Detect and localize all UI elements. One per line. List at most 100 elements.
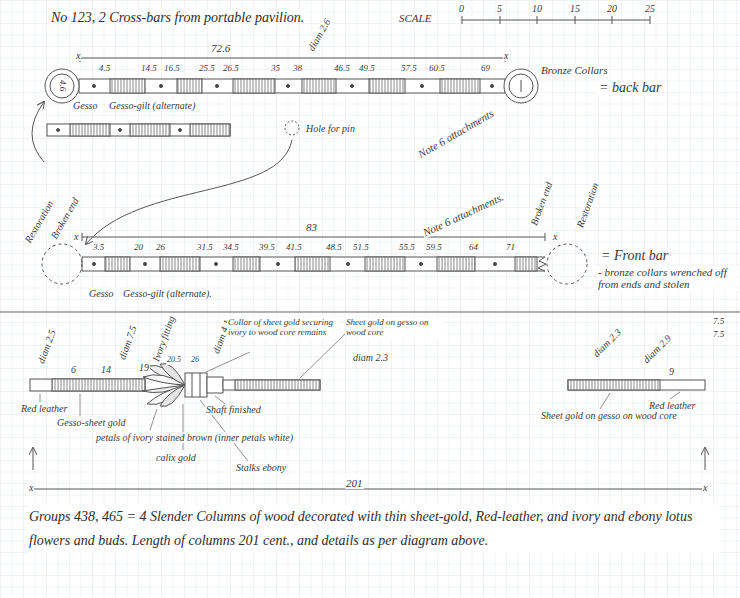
- dimension-label: 25: [644, 3, 656, 14]
- bar-detail: [130, 124, 170, 136]
- back-bar: [233, 79, 275, 93]
- dimension-label: 69: [480, 64, 491, 74]
- scale-bar: [650, 16, 651, 24]
- column: [33, 448, 34, 470]
- dimension-label: 71: [505, 243, 516, 253]
- column: [200, 373, 201, 397]
- back-bar: [509, 74, 533, 98]
- back-bar: [302, 79, 336, 93]
- leader-line: [40, 394, 41, 402]
- dimension-label: 51.5: [352, 243, 370, 253]
- dimension-label: x: [702, 482, 708, 493]
- dimension-label: 49.5: [358, 64, 376, 74]
- leader-line: [150, 409, 157, 430]
- annotation-label: diam 2.9: [640, 332, 674, 366]
- bar-detail: [70, 124, 110, 136]
- dimension-label: 20: [133, 243, 144, 253]
- dimension-label: 7.5: [712, 317, 725, 327]
- annotation-label: Restoration: [22, 198, 56, 246]
- annotation-label: Gesso-sheet gold: [56, 417, 127, 428]
- sheet-title: No 123, 2 Cross-bars from portable pavil…: [50, 10, 305, 25]
- front-bar: [515, 257, 537, 271]
- dimension-label: 39.5: [258, 243, 276, 253]
- back-bar: [440, 79, 480, 93]
- annotation-label: Shaft finished: [205, 404, 262, 415]
- dimension-label: 14: [100, 364, 112, 375]
- dimension-label: 5: [496, 3, 503, 14]
- back-bar: [490, 84, 493, 87]
- column: [705, 448, 706, 470]
- front-bar: [437, 257, 475, 271]
- dimension-label: 59.5: [425, 243, 443, 253]
- back-bar: [45, 54, 538, 103]
- bar-detail: [179, 129, 182, 132]
- bar-detail: [57, 129, 60, 132]
- back-bar: [420, 84, 423, 87]
- dimension-label: 15: [569, 3, 581, 14]
- leader-line: [670, 392, 680, 399]
- front-bar: [365, 257, 405, 271]
- bar-detail: [285, 121, 299, 135]
- column: [568, 380, 660, 390]
- leader-line: [300, 334, 345, 378]
- annotation-label: Bronze Collars: [540, 64, 609, 76]
- annotation-label: Red leather: [20, 403, 68, 414]
- front-bar: [82, 257, 546, 271]
- back-bar: [177, 79, 202, 93]
- front-bar: [276, 262, 279, 265]
- annotation-label: diam 2.5: [35, 327, 58, 366]
- leader-line: [80, 394, 81, 416]
- dimension-label: 20.5: [166, 356, 182, 365]
- dimension-label: 57.5: [400, 64, 418, 74]
- annotation-label: Gesso: [88, 288, 114, 299]
- back-bar: [80, 58, 505, 59]
- back-bar: [369, 79, 405, 93]
- back-bar: [159, 84, 162, 87]
- leader-line: [206, 352, 250, 372]
- dimension-label: 41.5: [285, 243, 303, 253]
- column: [52, 379, 145, 391]
- scale-bar: [575, 16, 576, 24]
- annotation-label: petals of ivory stained brown (inner pet…: [95, 432, 294, 443]
- leader-line: [183, 404, 184, 450]
- caption-note: Groups 438, 465 = 4 Slender Columns of w…: [28, 505, 720, 553]
- separator-line: [0, 312, 740, 313]
- dimension-label: x: [28, 482, 34, 493]
- annotation-label: Gesso-gilt (alternate).: [122, 288, 213, 299]
- scale-bar: [500, 16, 501, 24]
- front-bar: [105, 257, 130, 271]
- leader-line: [40, 334, 680, 461]
- dimension-label: x: [552, 231, 558, 242]
- dimension-label: 20: [606, 3, 618, 14]
- annotation-label: Hole for pin: [305, 123, 356, 134]
- scale-bar: [462, 16, 463, 24]
- annotation-label: calix gold: [155, 452, 197, 463]
- front-bar: [419, 262, 422, 265]
- dimension-label: 16.5: [163, 64, 181, 74]
- dimension-label: 35: [270, 64, 281, 74]
- dimension-label: 9: [668, 366, 675, 377]
- front-bar: [233, 257, 260, 271]
- scale-bar: [462, 16, 650, 24]
- column: [235, 380, 320, 390]
- column: [568, 380, 705, 390]
- dimension-label: 72.6: [210, 42, 231, 54]
- front-bar: [92, 262, 95, 265]
- leader-line: [600, 393, 610, 409]
- back-bar: [521, 80, 522, 92]
- scale-bar: [537, 16, 538, 24]
- dimension-label: 48.5: [325, 243, 343, 253]
- scale-bar: [612, 16, 613, 24]
- dimension-label: 14.5: [140, 64, 158, 74]
- dimension-label: 25.5: [198, 64, 216, 74]
- dimension-label: 26.5: [222, 64, 240, 74]
- bar-detail: [119, 129, 122, 132]
- front-bar: [82, 233, 83, 241]
- column: [30, 379, 145, 391]
- dimension-label: 31.5: [196, 243, 214, 253]
- annotation-label: Gesso: [72, 100, 98, 111]
- dimension-label: 46.5: [333, 64, 351, 74]
- annotation-label: = back bar: [598, 80, 662, 95]
